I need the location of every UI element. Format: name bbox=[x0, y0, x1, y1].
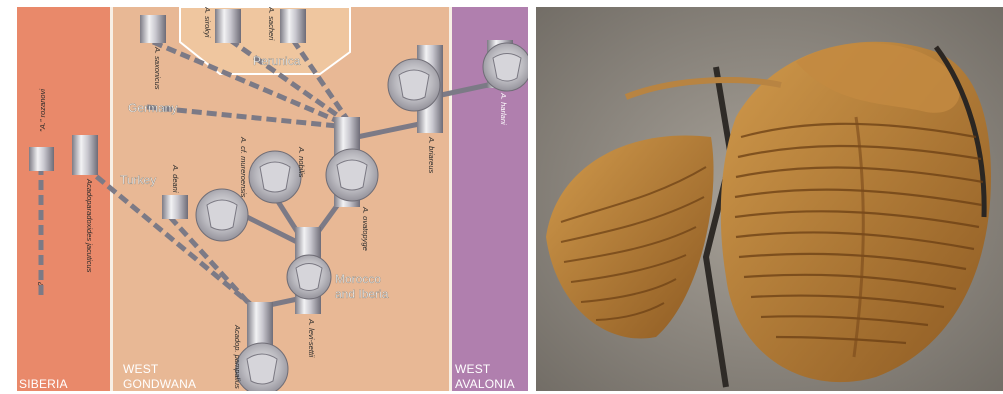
taxon-pampalius: Acadop. pampalius bbox=[233, 324, 242, 389]
taxon-levisettii: A. levi-settii bbox=[307, 318, 316, 358]
area-label-morocco-1: Morocco bbox=[335, 272, 381, 286]
avalonia-divider bbox=[449, 7, 452, 391]
taxon-harlani: A. harlani bbox=[499, 92, 508, 125]
trilobite-fossil-photo bbox=[536, 7, 1003, 391]
taxon-rozanovi: "A." rozanovi bbox=[38, 89, 47, 132]
taxon-deani: A. deani bbox=[171, 164, 180, 193]
fossil-illustration bbox=[536, 7, 1003, 391]
siberia-divider bbox=[110, 7, 113, 391]
region-label-avalonia-1: WEST bbox=[455, 362, 491, 376]
siberia-bg bbox=[17, 7, 110, 391]
area-label-morocco-2: and Iberia bbox=[335, 287, 389, 301]
region-label-gondwana-2: GONDWANA bbox=[123, 377, 196, 391]
taxon-nobilis: A. nobilis bbox=[297, 146, 306, 178]
area-label-turkey: Turkey bbox=[120, 173, 156, 187]
area-label-germany: Germany bbox=[128, 101, 177, 115]
area-label-perunica: Perunica bbox=[253, 54, 301, 68]
taxon-saxonicus: A. saxonicus bbox=[153, 46, 162, 90]
taxon-ovatopyge: A. ovatopyge bbox=[361, 206, 370, 251]
taxon-jacuticus: Acadoparadoxides jacuticus bbox=[85, 178, 94, 273]
phylogeny-svg: Perunica Germany Turkey Morocco and Iber… bbox=[17, 7, 528, 391]
region-label-avalonia-2: AVALONIA bbox=[455, 377, 515, 391]
taxon-briareus: A. briareus bbox=[427, 136, 436, 174]
taxon-sacheri: A. sacheri bbox=[267, 7, 276, 41]
region-label-siberia: SIBERIA bbox=[19, 377, 68, 391]
phylogeny-diagram: Perunica Germany Turkey Morocco and Iber… bbox=[17, 7, 528, 391]
taxon-mureroensis: A. cf. mureroensis bbox=[239, 136, 248, 198]
taxon-sirokyi: A. sirokyi bbox=[203, 7, 212, 38]
region-label-gondwana-1: WEST bbox=[123, 362, 159, 376]
